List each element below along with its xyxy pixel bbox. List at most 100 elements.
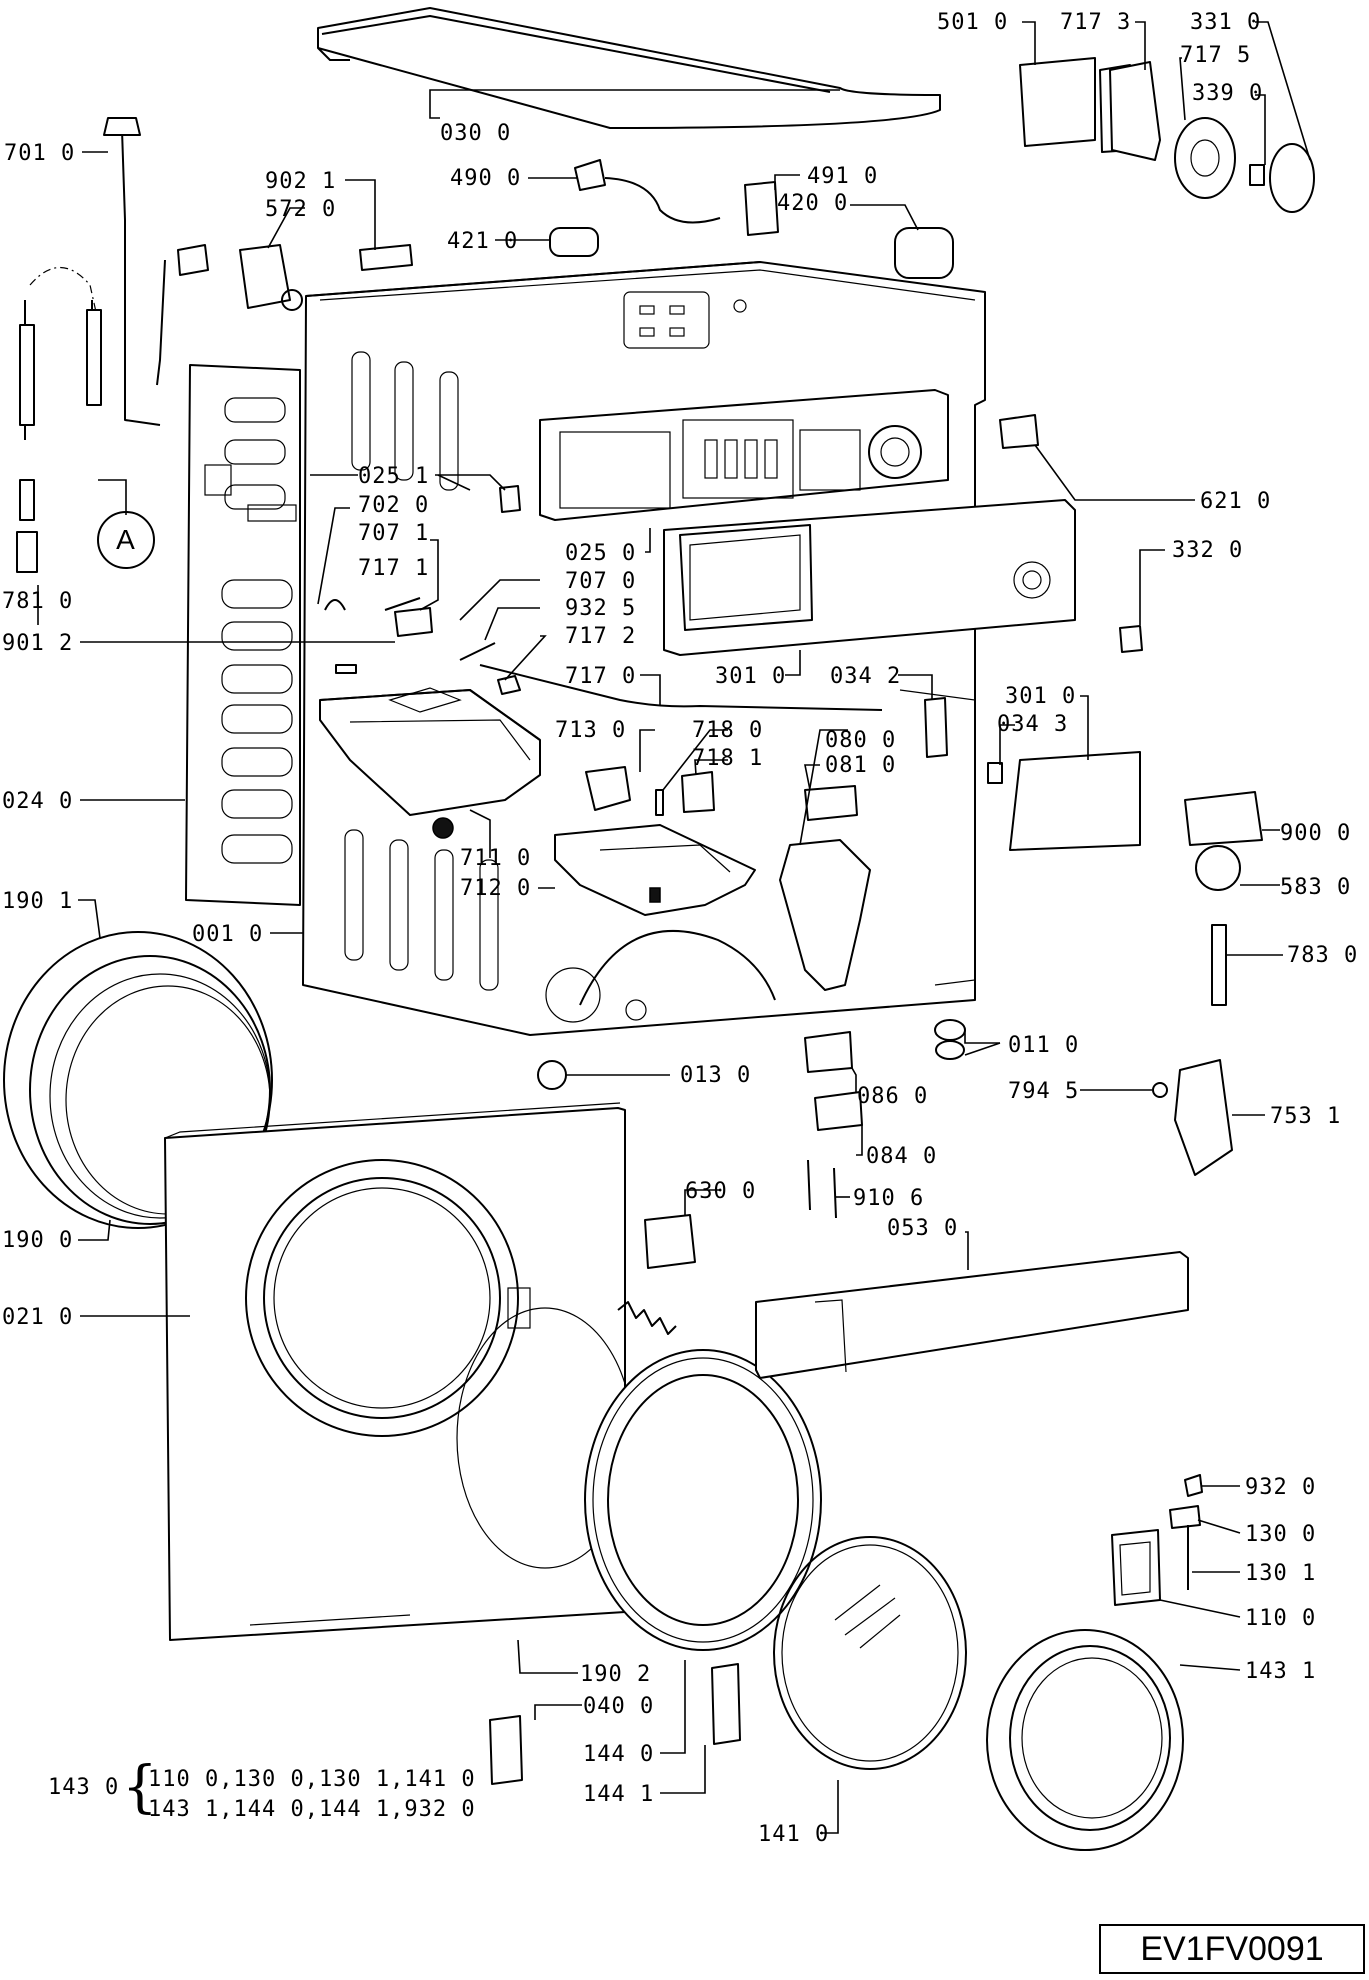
- capacitor-drawing: [894, 227, 954, 279]
- dispenser-housing-drawing: [319, 687, 541, 839]
- label-717-0: 717 0: [565, 664, 636, 689]
- part-130-0-drawing: [1169, 1505, 1201, 1529]
- part-932-drawing: [1184, 1474, 1203, 1497]
- part-900-drawing: [1184, 791, 1263, 846]
- label-331-0: 331 0: [1190, 10, 1261, 35]
- label-718-1: 718 1: [692, 746, 763, 771]
- side-panel-drawing: [185, 364, 301, 906]
- part-084-drawing: [814, 1091, 863, 1131]
- label-901-2: 901 2: [2, 631, 73, 656]
- label-013-0: 013 0: [680, 1063, 751, 1088]
- plinth-drawing: [755, 1251, 1189, 1379]
- label-421-0: 421 0: [447, 229, 518, 254]
- part-144-drawing: [711, 1663, 741, 1745]
- label-339-0: 339 0: [1192, 81, 1263, 106]
- label-024-0: 024 0: [2, 789, 73, 814]
- part-labels: 501 0 717 3 331 0 717 5 339 0 701 0 030 …: [2, 10, 1358, 1847]
- callout-a: A: [97, 479, 155, 569]
- label-110-0: 110 0: [1245, 1606, 1316, 1631]
- foot-011-drawing: [934, 1019, 966, 1041]
- part-794-drawing: [1152, 1082, 1168, 1098]
- part-081-drawing: [804, 785, 858, 821]
- hoses-drawing: [16, 117, 209, 573]
- label-711-0: 711 0: [460, 846, 531, 871]
- inner-door-frame-drawing: [584, 1349, 822, 1651]
- part-086-drawing: [804, 1031, 853, 1073]
- part-932-5-drawing: [459, 642, 496, 661]
- belt-loop-drawing: [779, 839, 871, 991]
- label-141-0: 141 0: [758, 1822, 829, 1847]
- label-491-0: 491 0: [807, 164, 878, 189]
- label-034-3: 034 3: [997, 712, 1068, 737]
- part-902-drawing: [359, 244, 413, 271]
- inlet-valve-drawing: [239, 244, 303, 311]
- kit-143-label: 143 0: [48, 1775, 119, 1800]
- drawing-code-box: EV1FV0091: [1099, 1924, 1365, 1974]
- label-086-0: 086 0: [857, 1084, 928, 1109]
- label-717-2: 717 2: [565, 624, 636, 649]
- label-781-0: 781 0: [2, 589, 73, 614]
- top-cover-drawing: [317, 7, 941, 129]
- label-190-0: 190 0: [2, 1228, 73, 1253]
- hinge-drawing: [489, 1715, 523, 1785]
- label-034-2: 034 2: [830, 664, 901, 689]
- kit-143-line2: 143 1,144 0,144 1,932 0: [148, 1797, 476, 1822]
- label-025-1: 025 1: [358, 464, 429, 489]
- part-332-drawing: [1119, 625, 1143, 653]
- label-783-0: 783 0: [1287, 943, 1358, 968]
- cabinet-body-drawing: [302, 261, 986, 1036]
- drawing-code: EV1FV0091: [1140, 1929, 1324, 1968]
- detergent-drawer-drawing: [554, 824, 756, 916]
- door-outer-ring-drawing: [986, 1629, 1184, 1851]
- screws-drawing: [807, 1159, 837, 1219]
- part-707-drawing: [384, 597, 421, 611]
- label-040-0: 040 0: [583, 1694, 654, 1719]
- label-702-0: 702 0: [358, 493, 429, 518]
- label-707-0: 707 0: [565, 569, 636, 594]
- door-glass-drawing: [773, 1536, 967, 1770]
- label-011-0: 011 0: [1008, 1033, 1079, 1058]
- label-717-3: 717 3: [1060, 10, 1131, 35]
- label-130-1: 130 1: [1245, 1561, 1316, 1586]
- label-753-1: 753 1: [1270, 1104, 1341, 1129]
- control-panel-frame-drawing: [539, 389, 949, 521]
- label-190-2: 190 2: [580, 1662, 651, 1687]
- label-143-1: 143 1: [1245, 1659, 1316, 1684]
- label-490-0: 490 0: [450, 166, 521, 191]
- part-drawings: [3, 7, 1315, 1851]
- label-572-0: 572 0: [265, 197, 336, 222]
- label-130-0: 130 0: [1245, 1522, 1316, 1547]
- label-932-5: 932 5: [565, 596, 636, 621]
- fascia-cover-drawing: [1009, 751, 1141, 851]
- label-900-0: 900 0: [1280, 821, 1351, 846]
- door-lock-drawing: [1174, 1059, 1233, 1176]
- spring-drawing: [617, 1301, 677, 1335]
- label-053-0: 053 0: [887, 1216, 958, 1241]
- label-001-0: 001 0: [192, 922, 263, 947]
- label-712-0: 712 0: [460, 876, 531, 901]
- label-030-0: 030 0: [440, 121, 511, 146]
- mains-cable-drawing: [574, 159, 721, 224]
- tube-783-drawing: [1211, 924, 1227, 1006]
- part-421-drawing: [549, 227, 599, 257]
- part-034-3-drawing: [987, 762, 1003, 784]
- filter-drawing: [744, 181, 779, 236]
- label-144-0: 144 0: [583, 1742, 654, 1767]
- control-fascia-drawing: [663, 499, 1076, 656]
- label-190-1: 190 1: [2, 889, 73, 914]
- label-301-0-b: 301 0: [1005, 684, 1076, 709]
- label-420-0: 420 0: [777, 191, 848, 216]
- label-501-0: 501 0: [937, 10, 1008, 35]
- part-621-drawing: [999, 414, 1039, 449]
- label-144-1: 144 1: [583, 1782, 654, 1807]
- label-332-0: 332 0: [1172, 538, 1243, 563]
- kit-143-composition: 143 0 { 110 0,130 0,130 1,141 0 143 1,14…: [48, 1755, 476, 1822]
- part-630-drawing: [644, 1214, 696, 1269]
- label-717-5: 717 5: [1180, 43, 1251, 68]
- label-701-0: 701 0: [4, 141, 75, 166]
- label-025-0: 025 0: [565, 541, 636, 566]
- label-707-1: 707 1: [358, 521, 429, 546]
- label-583-0: 583 0: [1280, 875, 1351, 900]
- leader-lines: [37, 21, 1311, 1834]
